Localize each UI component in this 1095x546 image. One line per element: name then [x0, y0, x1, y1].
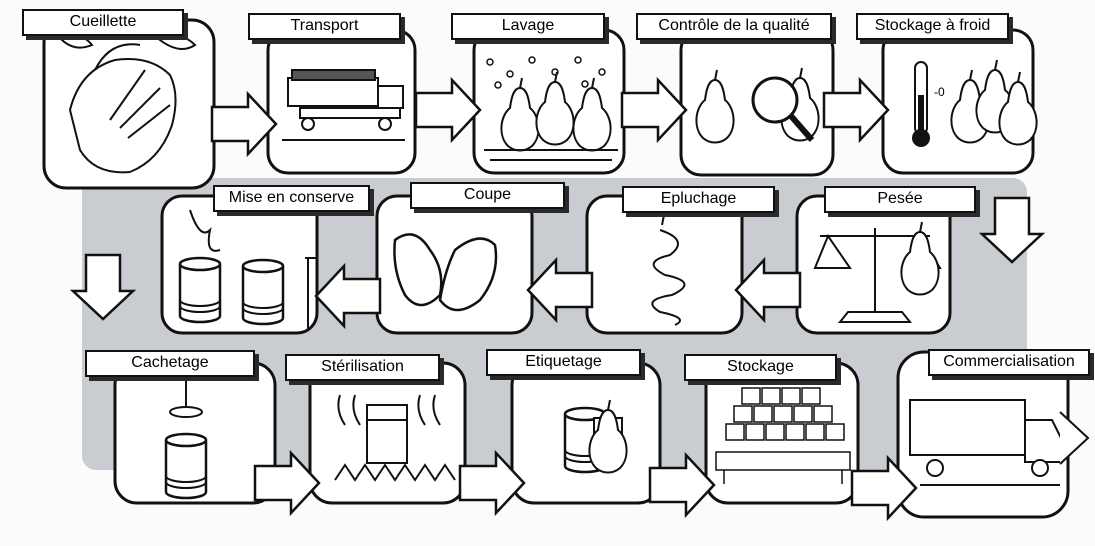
label-epluchage: Epluchage	[622, 186, 775, 213]
label-stockage-froid: Stockage à froid	[856, 13, 1009, 40]
peel-icon	[651, 214, 686, 326]
panel-epluchage	[585, 194, 744, 335]
panel-sterilisation	[308, 361, 467, 505]
arrow-coupe-mise-en-conserve	[314, 264, 382, 328]
arrow-epluchage-coupe	[526, 258, 594, 322]
label-sterilisation: Stérilisation	[285, 354, 440, 381]
labeled-can-icon	[563, 399, 628, 474]
label-controle: Contrôle de la qualité	[636, 13, 832, 40]
panel-mise-en-conserve	[160, 194, 319, 335]
label-pesee: Pesée	[824, 186, 976, 213]
panel-commercialisation	[896, 350, 1070, 519]
delivery-truck-icon	[909, 399, 1063, 486]
panel-controle	[679, 28, 835, 177]
arrow-pesee-epluchage	[734, 258, 802, 322]
arrow-transport-lavage	[414, 78, 482, 142]
label-etiquetage: Etiquetage	[486, 349, 641, 376]
panel-transport	[266, 28, 417, 175]
label-commercialisation: Commercialisation	[928, 349, 1090, 376]
panel-pesee	[795, 194, 952, 335]
panel-etiquetage	[510, 361, 662, 505]
label-stockage: Stockage	[684, 354, 837, 381]
panel-lavage	[472, 28, 626, 175]
label-transport: Transport	[248, 13, 401, 40]
flame-icon	[334, 394, 456, 482]
pear-halves-icon	[393, 233, 498, 312]
panel-cueillette	[42, 18, 216, 190]
arrow-mise-en-conserve-cachetage	[71, 253, 135, 321]
label-cueillette: Cueillette	[22, 9, 184, 36]
label-lavage: Lavage	[451, 13, 605, 40]
truck-icon	[282, 69, 405, 141]
arrow-lavage-controle	[620, 78, 688, 142]
scale-icon	[813, 228, 942, 323]
arrows	[71, 78, 1090, 520]
hand-icon	[60, 35, 197, 174]
sealed-can-icon	[164, 380, 208, 500]
pallet-icon	[715, 387, 851, 484]
thermometer-icon	[912, 61, 930, 147]
label-mise-en-conserve: Mise en conserve	[213, 185, 370, 212]
magnifier-icon	[751, 76, 815, 142]
arrow-cueillette-transport	[210, 92, 278, 156]
arrow-commercialisation-out	[1059, 411, 1090, 465]
label-coupe: Coupe	[410, 182, 565, 209]
panel-stockage-froid: -0	[881, 28, 1038, 175]
thermometer-text: -0	[934, 85, 945, 99]
panel-cachetage	[113, 361, 277, 505]
water-drops-icon	[486, 56, 606, 89]
arrow-stockage-froid-pesee	[980, 196, 1044, 264]
panel-coupe	[375, 194, 534, 335]
panel-stockage	[704, 361, 860, 505]
label-cachetage: Cachetage	[85, 350, 255, 377]
